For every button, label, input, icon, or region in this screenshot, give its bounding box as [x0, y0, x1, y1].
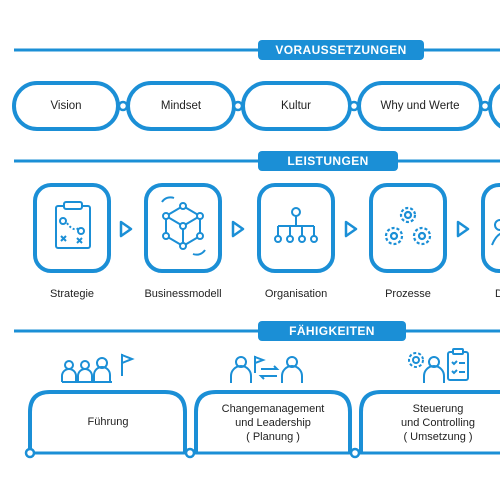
pill-label-kultur: Kultur: [280, 100, 312, 112]
skill-line: Führung: [87, 416, 129, 428]
section-title-leistungen: LEISTUNGEN: [258, 151, 398, 171]
baseline-dot: [184, 447, 196, 459]
pill-partial: [488, 83, 500, 129]
icon-box-businessmodell: [144, 183, 222, 273]
org-chart-icon: [274, 207, 318, 243]
section-title-faehigkeiten: FÄHIGKEITEN: [258, 321, 406, 341]
leistung-label-businessmodell: Businessmodell: [144, 288, 222, 300]
skill-frame-steuerung: [359, 390, 500, 453]
arrow-icon: [231, 220, 245, 238]
skill-line: und Leadership: [235, 417, 311, 429]
skill-frame-fuehrung: [28, 390, 187, 453]
connector-dot: [479, 100, 491, 112]
connector-dot: [348, 100, 360, 112]
network-cube-icon: [161, 196, 206, 256]
arrow-icon: [119, 220, 133, 238]
leistung-label-partial: De: [494, 288, 500, 300]
skill-line: Changemanagement: [221, 403, 325, 415]
people-exchange-icon: [230, 355, 303, 383]
leistung-label-strategie: Strategie: [49, 288, 95, 300]
skill-line: ( Planung ): [246, 431, 300, 443]
person-icon: [491, 219, 500, 246]
baseline-dot: [349, 447, 361, 459]
skills-track: [28, 390, 500, 453]
skill-frame-changemanagement: [194, 390, 352, 453]
skill-line: Steuerung: [412, 403, 464, 415]
skill-label-changemanagement: Changemanagement und Leadership ( Planun…: [203, 402, 343, 444]
arrow-row: [119, 220, 470, 238]
clipboard-strategy-icon: [55, 201, 91, 249]
skill-label-fuehrung: Führung: [38, 415, 178, 429]
icon-box-prozesse: [369, 183, 447, 273]
icon-box-organisation: [257, 183, 335, 273]
baseline-dots: [24, 447, 361, 459]
icon-box-partial: [481, 183, 500, 273]
pill-label-mindset: Mindset: [160, 100, 202, 112]
arrow-icon: [456, 220, 470, 238]
leistung-label-prozesse: Prozesse: [385, 288, 431, 300]
pill-connectors: [117, 100, 491, 112]
baseline-dot: [24, 447, 36, 459]
skill-line: ( Umsetzung ): [403, 431, 473, 443]
connector-dot: [117, 100, 129, 112]
gears-icon: [384, 206, 432, 246]
arrow-icon: [344, 220, 358, 238]
icon-box-row: [33, 183, 500, 273]
skill-line: und Controlling: [401, 417, 475, 429]
pill-label-vision: Vision: [50, 100, 82, 112]
pill-label-why-und-werte: Why und Werte: [380, 100, 460, 112]
section-title-voraussetzungen: VORAUSSETZUNGEN: [258, 40, 424, 60]
icon-box-strategie: [33, 183, 111, 273]
connector-dot: [232, 100, 244, 112]
leistung-label-organisation: Organisation: [264, 288, 328, 300]
gear-person-checklist-icon: [408, 348, 469, 383]
team-flag-icon: [61, 353, 135, 383]
skill-label-steuerung: Steuerung und Controlling ( Umsetzung ): [368, 402, 500, 444]
